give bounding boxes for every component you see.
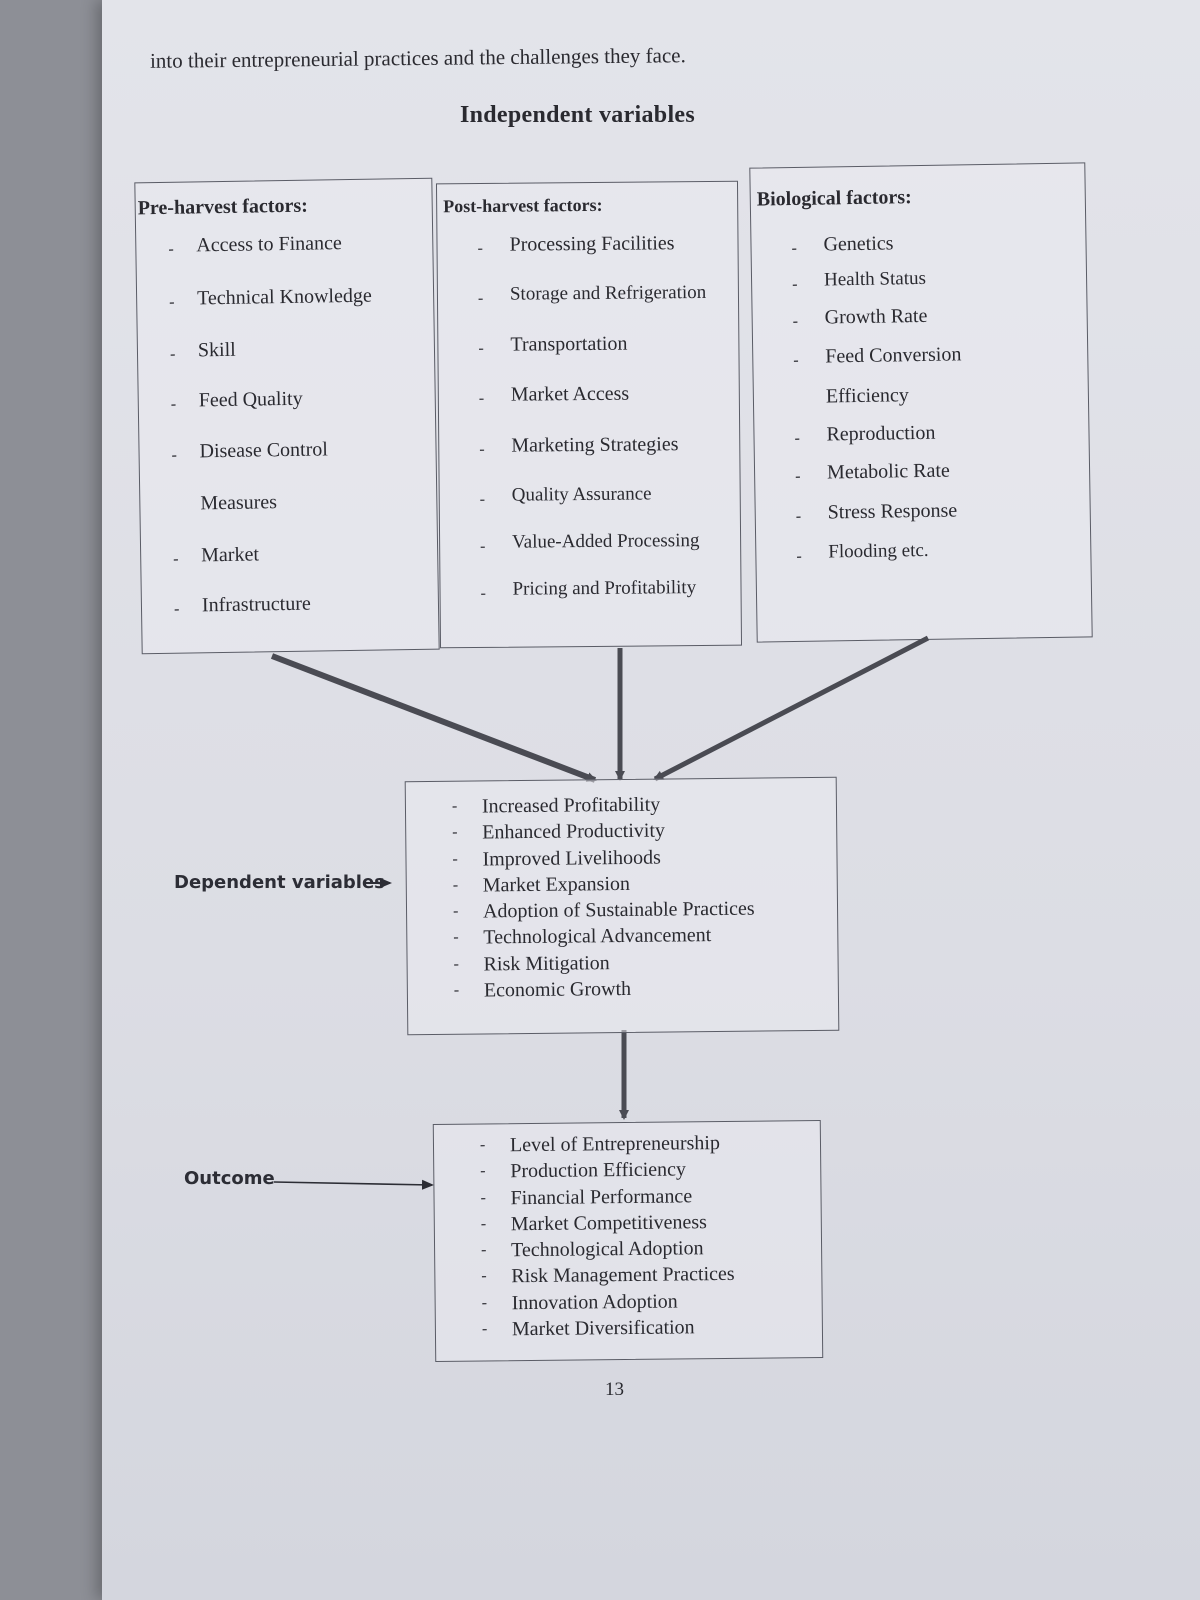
list-item-text: Innovation Adoption — [511, 1290, 678, 1315]
list-item-text: Risk Mitigation — [483, 951, 610, 976]
bullet-dash: - — [451, 797, 458, 815]
bullet-dash: - — [480, 1189, 486, 1207]
bullet-dash: - — [452, 902, 459, 920]
list-item: - Technological Adoption — [481, 1235, 735, 1264]
outcome-box: - Level of Entrepreneurship - Production E… — [432, 1119, 824, 1363]
list-item-text: Production Efficiency — [510, 1158, 687, 1183]
list-item-text: Economic Growth — [483, 977, 632, 1002]
bullet-dash: - — [480, 1241, 487, 1259]
bullet-dash: - — [452, 850, 458, 868]
list-item: - Market Expansion — [453, 870, 755, 899]
bullet-dash: - — [481, 1267, 487, 1286]
list-item-text: Improved Livelihoods — [482, 846, 661, 871]
list-item: - Risk Mitigation — [453, 948, 755, 977]
bullet-dash: - — [453, 955, 460, 973]
list-item-text: Market Diversification — [511, 1316, 695, 1341]
bullet-dash: - — [452, 876, 459, 894]
independent-variables-heading: Independent variables — [460, 102, 696, 128]
bullet-dash: - — [481, 1294, 488, 1312]
list-item: - Technological Advancement — [453, 922, 755, 951]
list-item: - Market Competitiveness — [481, 1209, 735, 1238]
list-item-text: Technological Advancement — [483, 924, 712, 949]
list-item: - Financial Performance — [480, 1182, 734, 1211]
list-item: - Improved Livelihoods — [452, 843, 754, 872]
list-item: - Innovation Adoption — [482, 1288, 736, 1317]
list-item: - Risk Management Practices — [481, 1261, 735, 1290]
arrow-outcome-label — [273, 1179, 434, 1190]
bullet-dash: - — [453, 929, 459, 947]
list-item-text: Technological Adoption — [510, 1237, 704, 1262]
outcome-label: Outcome — [184, 1168, 275, 1189]
list-item-text: Market Competitiveness — [510, 1211, 707, 1236]
arrow-pre-harvest-to-dependent — [270, 653, 597, 783]
list-item: - Adoption of Sustainable Practices — [453, 896, 755, 925]
dependent-variables-label: Dependent variables — [174, 872, 385, 893]
arrow-biological-to-dependent — [653, 635, 930, 782]
bullet-dash: - — [480, 1215, 487, 1233]
list-item-text: Market Expansion — [482, 872, 631, 897]
dependent-variables-box: - Increased Profitability - Enhanced Produ… — [404, 776, 840, 1036]
list-item: - Increased Profitability — [452, 791, 754, 820]
dependent-variables-list: - Increased Profitability - Enhanced Produ… — [452, 791, 756, 1005]
list-item: - Enhanced Productivity — [452, 817, 754, 846]
list-item-text: Increased Profitability — [481, 793, 661, 818]
list-item-text: Adoption of Sustainable Practices — [482, 897, 755, 923]
list-item: - Level of Entrepreneurship — [480, 1130, 734, 1159]
list-item: - Economic Growth — [454, 975, 756, 1004]
bullet-dash: - — [479, 1136, 486, 1154]
outcome-list: - Level of Entrepreneurship - Production E… — [480, 1130, 735, 1343]
list-item-text: Financial Performance — [510, 1184, 693, 1209]
bullet-dash: - — [452, 824, 458, 842]
bullet-dash: - — [453, 981, 460, 999]
bullet-dash: - — [480, 1162, 486, 1180]
list-item: - Market Diversification — [482, 1314, 736, 1343]
list-item-text: Level of Entrepreneurship — [509, 1132, 721, 1157]
bullet-dash: - — [481, 1320, 488, 1338]
list-item: - Production Efficiency — [480, 1156, 734, 1185]
list-item-text: Risk Management Practices — [511, 1263, 735, 1288]
page-number: 13 — [605, 1379, 624, 1400]
list-item-text: Enhanced Productivity — [482, 819, 666, 844]
